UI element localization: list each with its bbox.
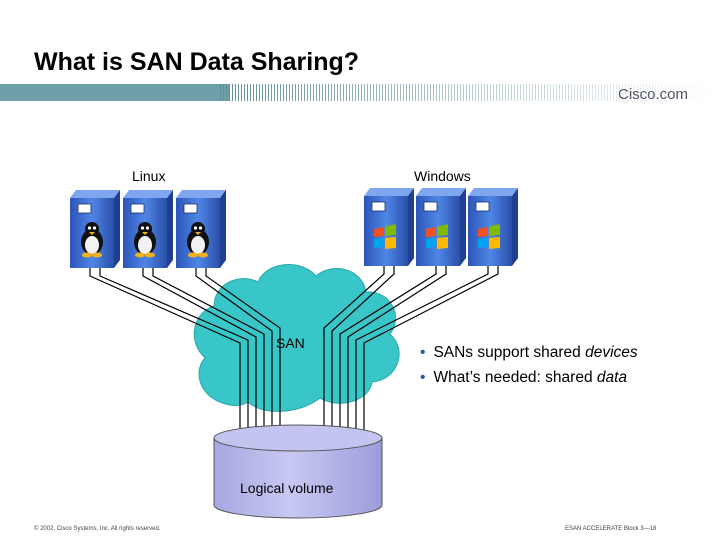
slide-title: What is SAN Data Sharing? [34,48,360,76]
slide-reference: ESAN ACCELERATE Block 3—18 [565,526,657,532]
bullet-list: •SANs support shared devices •What’s nee… [420,344,710,394]
header-band-solid [0,84,230,101]
bullet-item: •SANs support shared devices [420,344,638,361]
san-connections [89,266,499,465]
bullet-item: •What’s needed: shared data [420,369,628,386]
copyright-footer: © 2002, Cisco Systems, Inc. All rights r… [34,526,161,532]
windows-server [415,187,467,267]
windows-server [467,187,519,267]
linux-server [69,189,121,269]
windows-server [363,187,415,267]
linux-label: Linux [132,168,166,184]
header-band [0,84,720,101]
logical-volume-label: Logical volume [240,480,334,496]
logical-volume-cylinder [213,424,383,519]
linux-server [175,189,227,269]
cisco-logo: Cisco.com [618,86,689,103]
windows-label: Windows [414,168,471,184]
linux-server [122,189,174,269]
header-band-stripes [220,84,720,101]
bullet-dot-icon: • [420,344,426,361]
san-label: SAN [276,335,305,351]
bullet-dot-icon: • [420,369,426,386]
